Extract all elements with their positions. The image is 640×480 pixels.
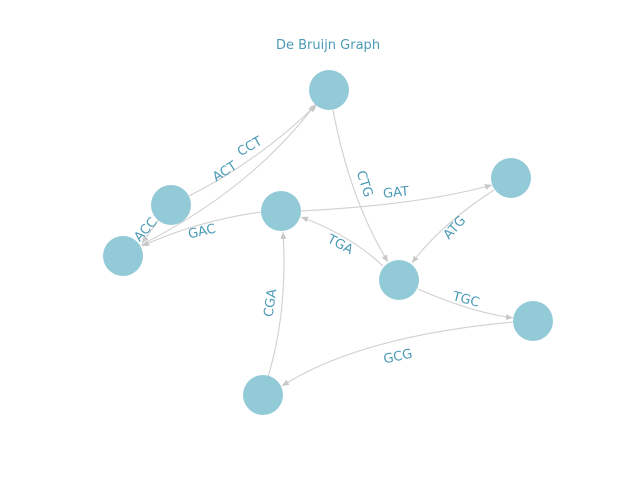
edge-label-cct: CCT	[235, 134, 265, 160]
edge-cga	[267, 231, 287, 378]
edge-act	[188, 103, 318, 197]
edge-gat	[299, 183, 493, 212]
edge-label-atg: ATG	[441, 213, 469, 242]
edge-gac	[141, 211, 263, 247]
node-8	[243, 375, 283, 415]
edge-atg	[411, 189, 495, 264]
edge-label-tga: TGA	[324, 232, 356, 258]
edge-tga	[300, 216, 384, 267]
edge-labels: ACT CCT ACC CTG GAT GAC ATG TGA TGC GCG …	[131, 134, 481, 367]
nodes	[103, 70, 553, 415]
node-3	[103, 236, 143, 276]
graph-title: De Bruijn Graph	[276, 38, 380, 53]
edge-acc	[141, 217, 161, 244]
edge-label-gcg: GCG	[382, 347, 414, 368]
edge-tgc	[417, 288, 514, 321]
node-6	[379, 260, 419, 300]
edge-gcg	[281, 321, 515, 387]
edge-label-tgc: TGC	[450, 289, 481, 311]
node-1	[309, 70, 349, 110]
edge-label-cga: CGA	[262, 288, 281, 318]
node-4	[491, 158, 531, 198]
node-7	[513, 301, 553, 341]
edge-ctg	[332, 109, 389, 263]
edge-label-gac: GAC	[187, 222, 217, 243]
node-2	[151, 185, 191, 225]
edge-label-gat: GAT	[382, 184, 409, 202]
edge-cct	[140, 104, 316, 246]
edge-label-act: ACT	[210, 159, 240, 186]
edges	[140, 103, 515, 387]
node-5	[261, 191, 301, 231]
